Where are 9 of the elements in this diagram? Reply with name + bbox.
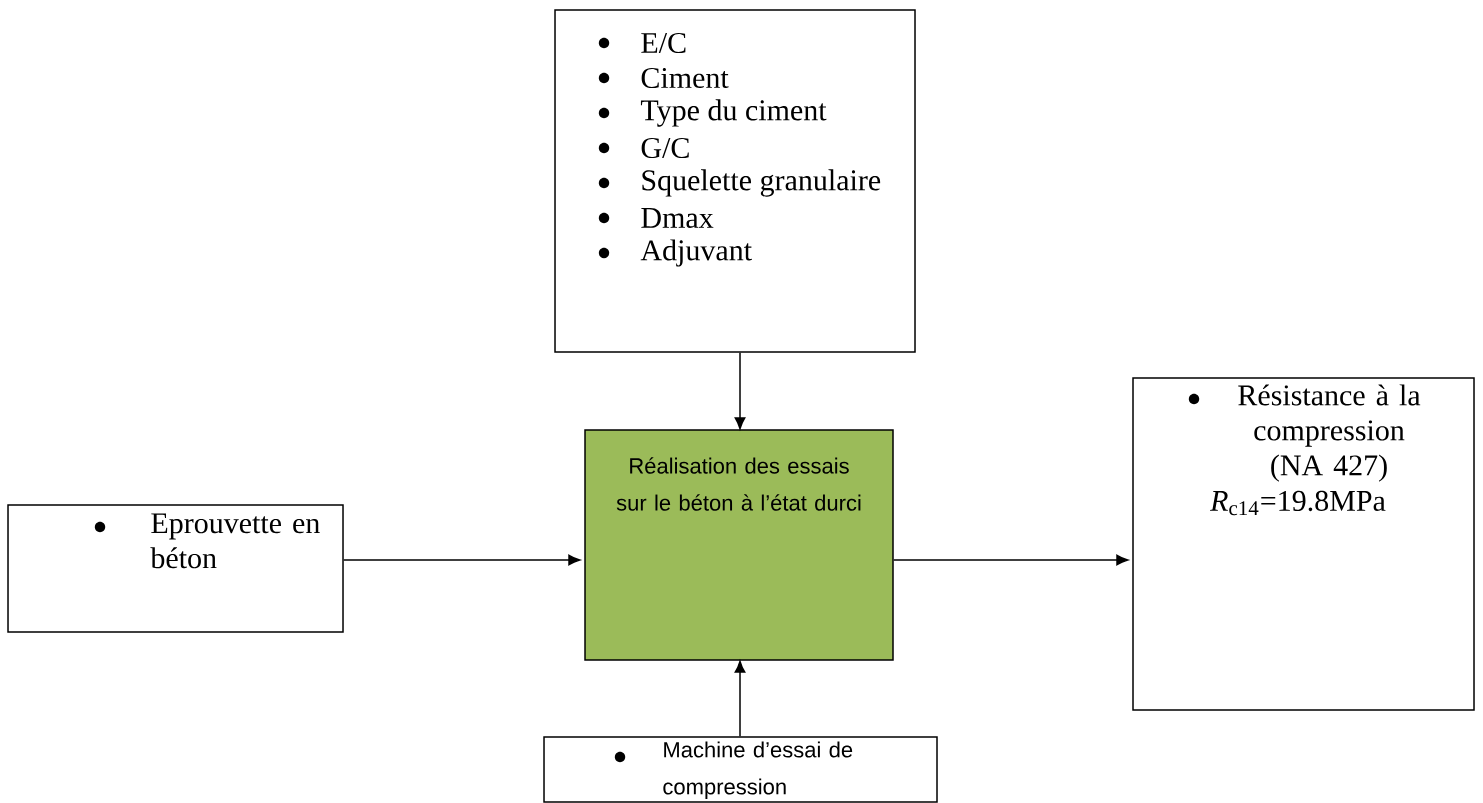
arrow [734, 352, 746, 430]
text-box: Résistance à la compression (NA 427) R$_{c14}$=19.8MPa [1132, 377, 1475, 711]
process-box: Réalisation des essais sur le béton à l’état durci [584, 429, 894, 661]
text-box: Eprouvette en béton [7, 504, 344, 633]
arrow [343, 554, 581, 566]
text-box: E/C Ciment Type du ciment G/C Squelette granulaire Dmax Adjuvant [554, 9, 916, 353]
arrow [734, 660, 746, 737]
arrow [893, 554, 1129, 566]
text-box: Machine d’essai de compression [543, 736, 938, 803]
